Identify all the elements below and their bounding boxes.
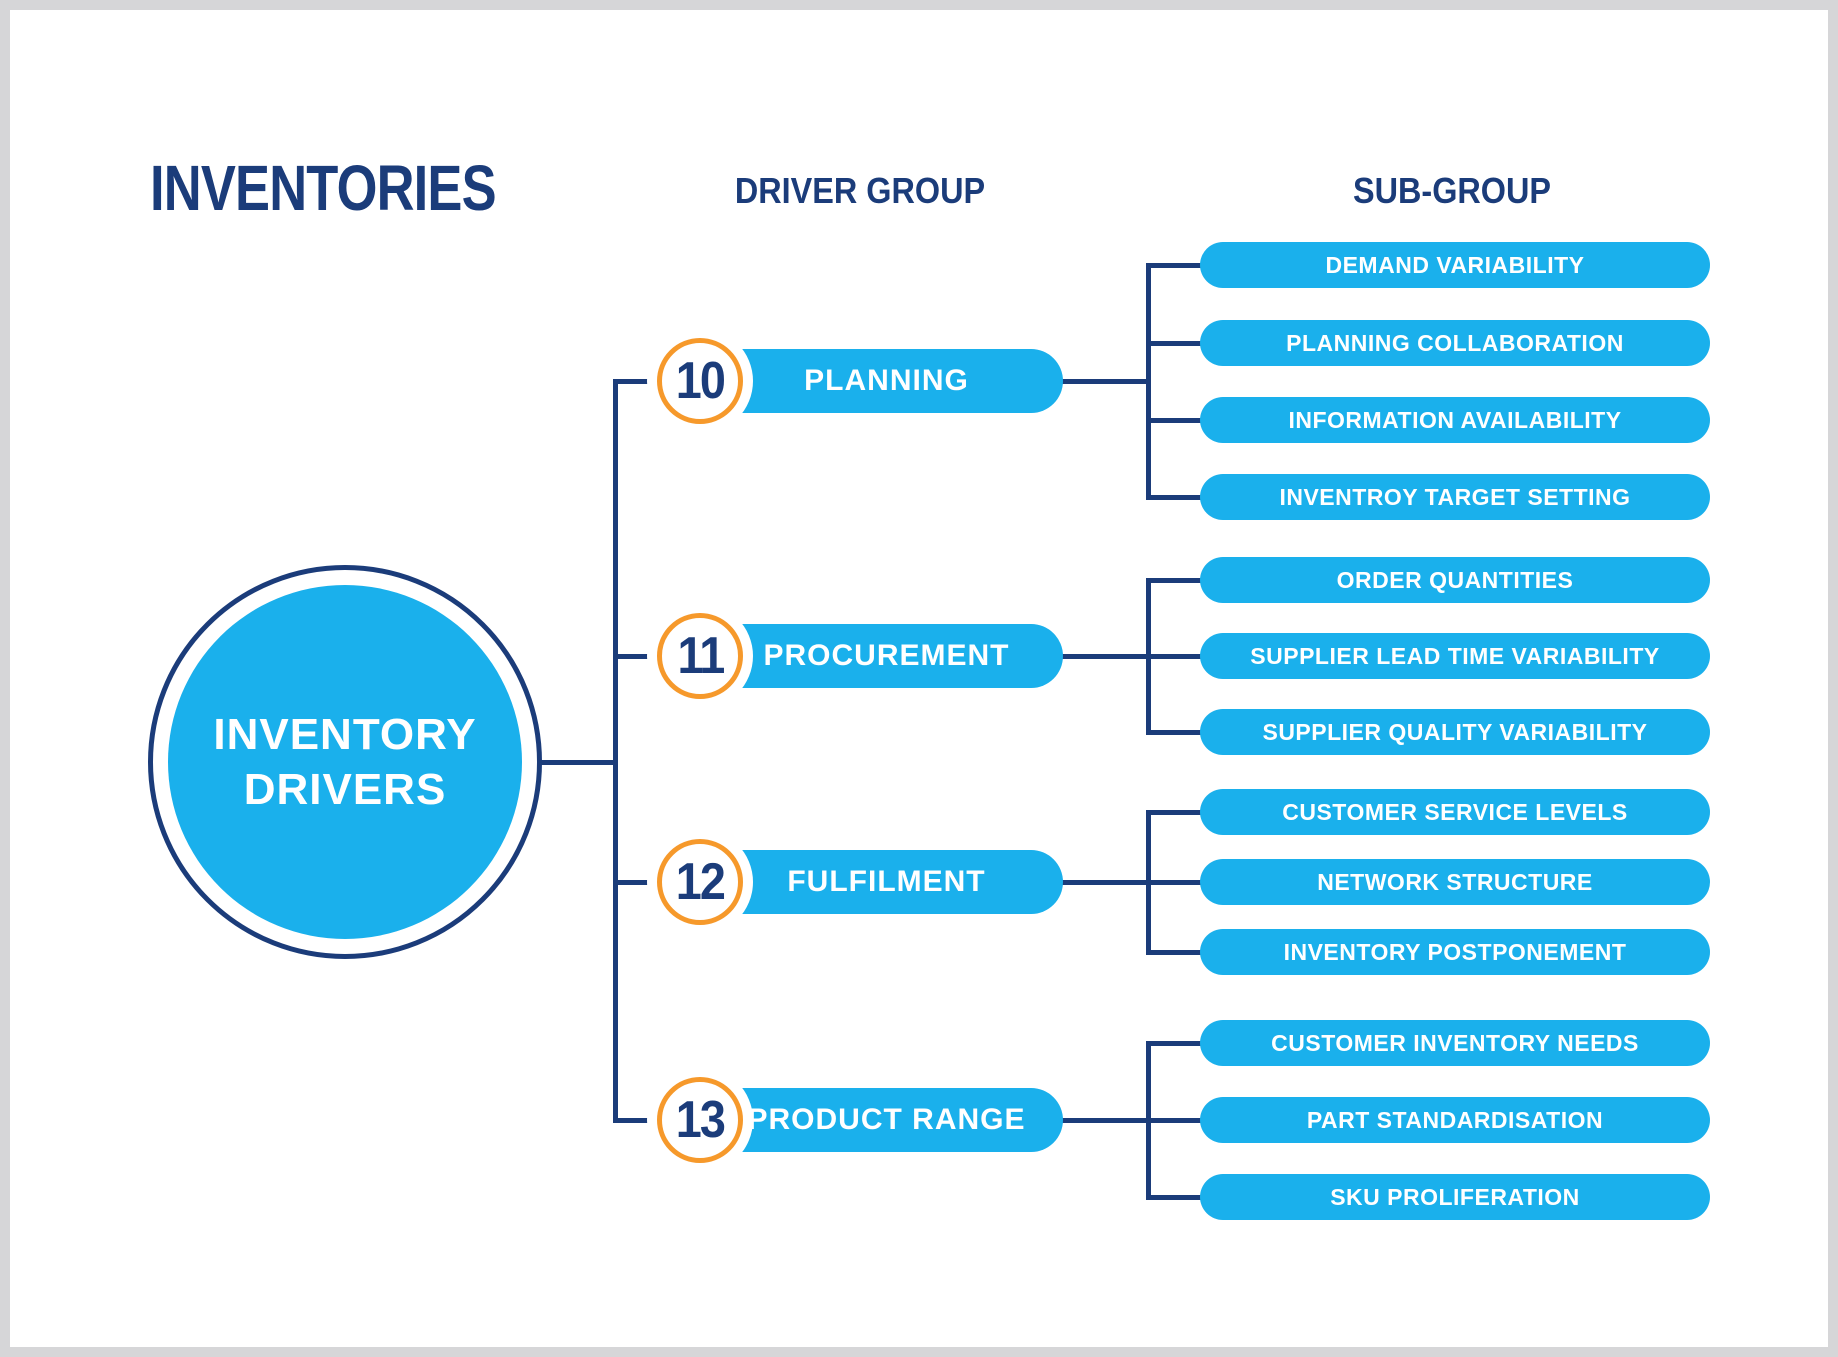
sub-group-label: DEMAND VARIABILITY	[1325, 251, 1585, 278]
group-label: PLANNING	[804, 364, 969, 397]
sub-group-label: INVENTORY POSTPONEMENT	[1283, 938, 1627, 965]
sub-group-pill: INVENTROY TARGET SETTING	[1200, 474, 1710, 520]
sub-group-label: ORDER QUANTITIES	[1336, 566, 1574, 593]
column-header-driver-group: DRIVER GROUP	[734, 170, 986, 211]
group-number-badge: 12	[657, 839, 743, 925]
group-pill: PLANNING	[710, 349, 1063, 413]
sub-group-label: INFORMATION AVAILABILITY	[1288, 406, 1622, 433]
root-label-line1: INVENTORY	[213, 710, 477, 759]
sub-group-pill: PLANNING COLLABORATION	[1200, 320, 1710, 366]
group-pill: PROCUREMENT	[710, 624, 1063, 688]
connector-sub-trunk	[1145, 262, 1151, 500]
sub-group-label: CUSTOMER INVENTORY NEEDS	[1271, 1029, 1639, 1056]
sub-group-label: SUPPLIER LEAD TIME VARIABILITY	[1250, 642, 1660, 669]
sub-group-pill: SKU PROLIFERATION	[1200, 1174, 1710, 1220]
group-pill: FULFILMENT	[710, 850, 1063, 914]
root-circle: INVENTORY DRIVERS	[168, 585, 522, 939]
column-header-sub-group: SUB-GROUP	[1352, 170, 1552, 211]
connector-trunk-to-group	[615, 653, 662, 659]
connector-trunk-to-group	[615, 378, 662, 384]
sub-group-pill: NETWORK STRUCTURE	[1200, 859, 1710, 905]
connector-subtrunk-to-subpill	[1148, 1194, 1204, 1200]
connector-subtrunk-to-subpill	[1148, 262, 1204, 268]
group-pill: PRODUCT RANGE	[710, 1088, 1063, 1152]
group-number: 12	[675, 853, 726, 911]
connector-subtrunk-to-subpill	[1148, 809, 1204, 815]
connector-group-to-subtrunk	[1055, 378, 1148, 384]
connector-subtrunk-to-subpill	[1148, 653, 1204, 659]
sub-group-label: PLANNING COLLABORATION	[1286, 329, 1624, 356]
sub-group-label: CUSTOMER SERVICE LEVELS	[1282, 798, 1628, 825]
group-number-badge: 10	[657, 338, 743, 424]
root-label-line2: DRIVERS	[243, 765, 447, 814]
connector-main-trunk	[612, 378, 618, 1123]
connector-subtrunk-to-subpill	[1148, 1117, 1204, 1123]
group-number: 13	[675, 1091, 726, 1149]
sub-group-pill: CUSTOMER INVENTORY NEEDS	[1200, 1020, 1710, 1066]
sub-group-pill: ORDER QUANTITIES	[1200, 557, 1710, 603]
sub-group-pill: DEMAND VARIABILITY	[1200, 242, 1710, 288]
group-number: 11	[677, 627, 725, 685]
group-number-badge: 11	[657, 613, 743, 699]
sub-group-pill: SUPPLIER QUALITY VARIABILITY	[1200, 709, 1710, 755]
group-label: PROCUREMENT	[763, 639, 1010, 672]
group-label: PRODUCT RANGE	[747, 1103, 1026, 1136]
connector-trunk-to-group	[615, 1117, 662, 1123]
sub-group-label: SKU PROLIFERATION	[1330, 1183, 1580, 1210]
group-number: 10	[675, 352, 726, 410]
connector-trunk-to-group	[615, 879, 662, 885]
sub-group-label: SUPPLIER QUALITY VARIABILITY	[1262, 718, 1648, 745]
sub-group-label: NETWORK STRUCTURE	[1317, 868, 1593, 895]
group-label: FULFILMENT	[787, 865, 986, 898]
connector-group-to-subtrunk	[1055, 879, 1148, 885]
connector-group-to-subtrunk	[1055, 1117, 1148, 1123]
page-title: INVENTORIES	[150, 152, 497, 224]
connector-root-to-trunk	[538, 759, 615, 765]
sub-group-pill: PART STANDARDISATION	[1200, 1097, 1710, 1143]
connector-subtrunk-to-subpill	[1148, 729, 1204, 735]
connector-subtrunk-to-subpill	[1148, 577, 1204, 583]
sub-group-pill: INFORMATION AVAILABILITY	[1200, 397, 1710, 443]
sub-group-label: INVENTROY TARGET SETTING	[1279, 483, 1631, 510]
sub-group-pill: SUPPLIER LEAD TIME VARIABILITY	[1200, 633, 1710, 679]
group-number-badge: 13	[657, 1077, 743, 1163]
connector-subtrunk-to-subpill	[1148, 340, 1204, 346]
connector-subtrunk-to-subpill	[1148, 949, 1204, 955]
connector-subtrunk-to-subpill	[1148, 879, 1204, 885]
sub-group-label: PART STANDARDISATION	[1306, 1106, 1604, 1133]
connector-subtrunk-to-subpill	[1148, 494, 1204, 500]
connector-subtrunk-to-subpill	[1148, 417, 1204, 423]
sub-group-pill: INVENTORY POSTPONEMENT	[1200, 929, 1710, 975]
connector-subtrunk-to-subpill	[1148, 1040, 1204, 1046]
connector-group-to-subtrunk	[1055, 653, 1148, 659]
sub-group-pill: CUSTOMER SERVICE LEVELS	[1200, 789, 1710, 835]
